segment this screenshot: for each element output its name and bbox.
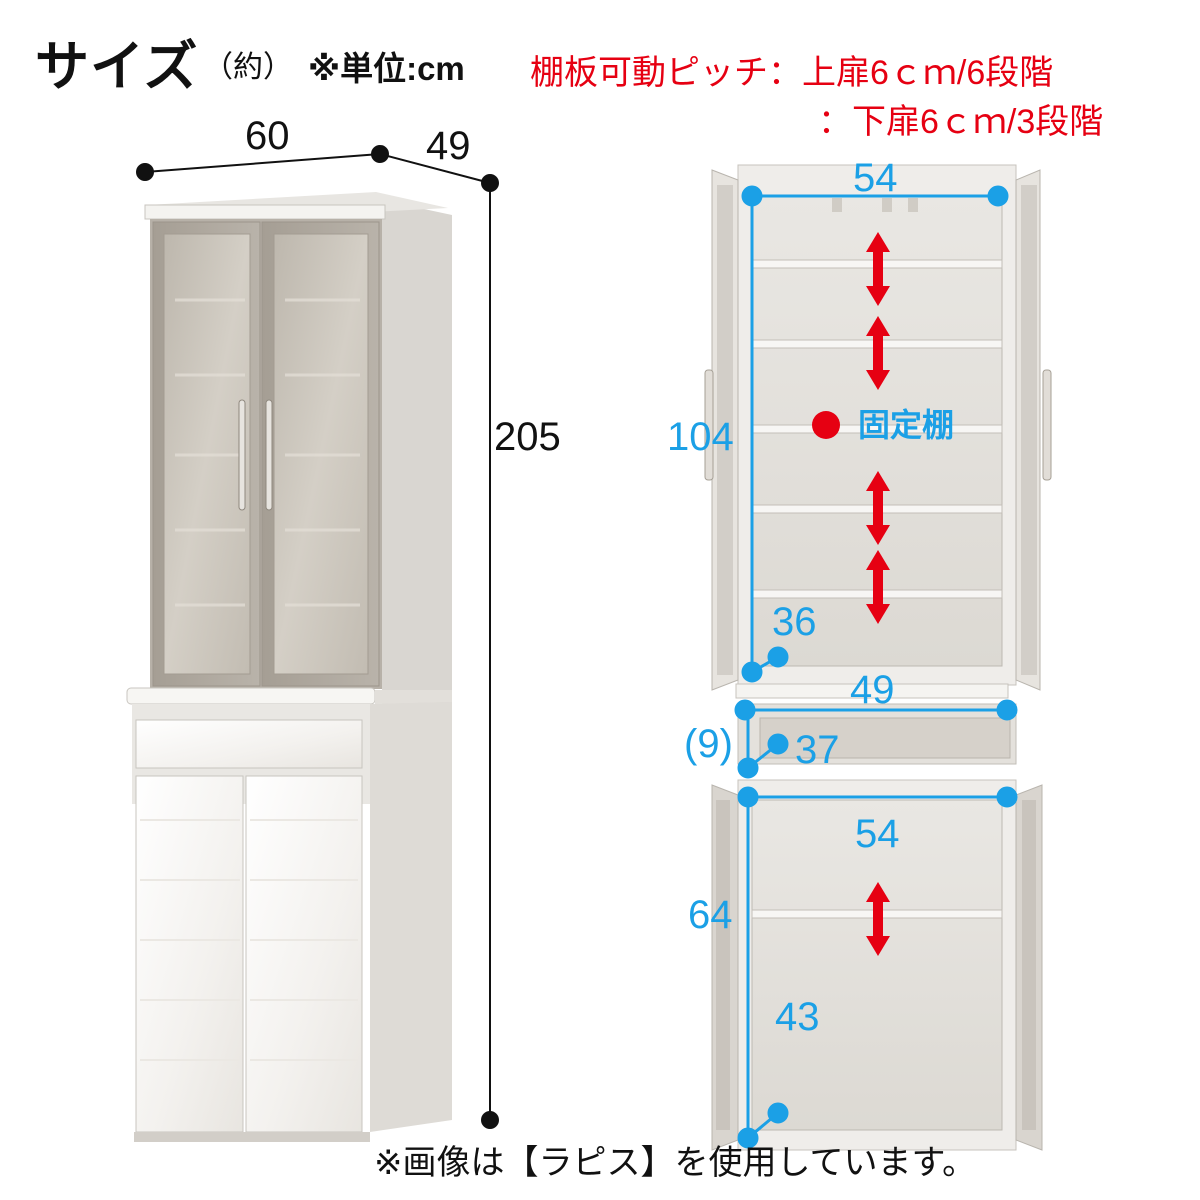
dim-upper-inner-width: 54 xyxy=(853,156,898,200)
dim-lower-inner-width: 54 xyxy=(855,812,900,856)
dim-drawer-depth: 37 xyxy=(795,728,840,772)
shelf-arrow-5 xyxy=(866,882,890,956)
fixed-shelf-label: 固定棚 xyxy=(858,407,955,443)
cabinet-exterior xyxy=(126,192,452,1142)
dim-lower-inner-depth: 43 xyxy=(775,995,820,1039)
dim-width: 60 xyxy=(245,114,290,158)
shelf-pitch-lower: ：下扉6ｃｍ/3段階 xyxy=(818,103,1104,141)
shelf-arrow-3 xyxy=(866,471,890,545)
dim-upper-inner-depth: 36 xyxy=(772,600,817,644)
fixed-shelf-marker xyxy=(812,411,840,439)
shelf-arrow-4 xyxy=(866,550,890,624)
image-caption: ※画像は【ラピス】を使用しています。 xyxy=(374,1144,977,1182)
dim-depth: 49 xyxy=(426,124,471,168)
overall-dimension-lines xyxy=(136,145,499,1129)
dim-height: 205 xyxy=(494,415,561,459)
title-size: サイズ xyxy=(35,37,199,97)
cabinet-interior xyxy=(704,164,1052,1151)
adjustable-shelf-arrows xyxy=(812,232,890,956)
dim-upper-inner-height: 104 xyxy=(667,415,734,459)
unit-note: ※単位:cm xyxy=(308,50,465,87)
dim-lower-inner-height: 64 xyxy=(688,893,733,937)
title-approx: （約） xyxy=(203,51,293,84)
interior-dimension-lines xyxy=(734,185,1018,1149)
dim-drawer-height: (9) xyxy=(684,722,733,766)
shelf-pitch-upper: 棚板可動ピッチ：上扉6ｃｍ/6段階 xyxy=(530,54,1054,92)
shelf-arrow-2 xyxy=(866,316,890,390)
dim-drawer-width: 49 xyxy=(850,668,895,712)
shelf-arrow-1 xyxy=(866,232,890,306)
